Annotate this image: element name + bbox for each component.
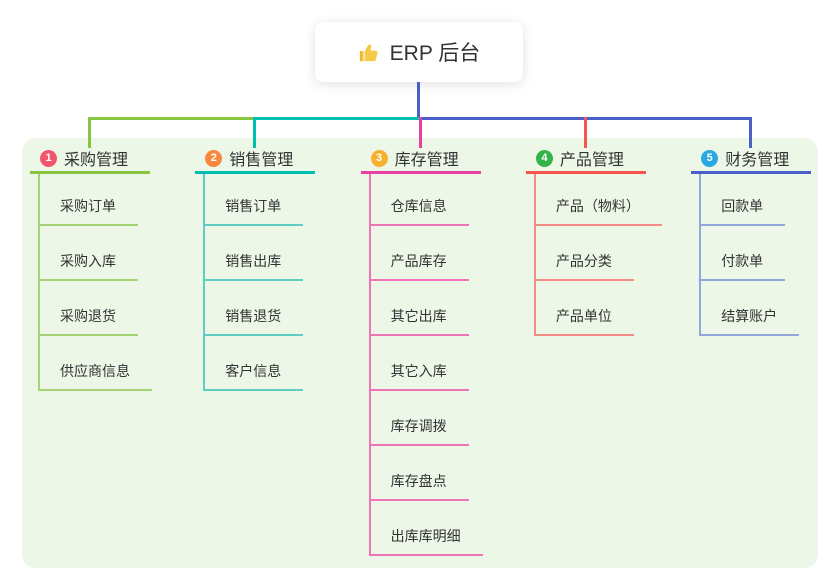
child-label: 产品库存 [370, 251, 469, 281]
child-label: 库存盘点 [370, 471, 469, 501]
child-label: 其它出库 [370, 306, 469, 336]
child-node[interactable]: 采购订单 [40, 174, 195, 226]
child-node[interactable]: 销售出库 [205, 226, 360, 281]
branch-children: 销售订单销售出库销售退货客户信息 [203, 174, 360, 391]
child-label: 出库库明细 [370, 526, 483, 556]
thumbs-up-icon [358, 41, 381, 64]
child-label: 回款单 [701, 196, 786, 226]
child-label: 付款单 [701, 251, 786, 281]
child-node[interactable]: 仓库信息 [370, 174, 526, 226]
branch-node[interactable]: 3 库存管理 [360, 145, 481, 174]
child-label: 其它入库 [370, 361, 469, 391]
child-label: 销售退货 [205, 306, 304, 336]
child-label: 客户信息 [205, 361, 304, 391]
branch-number-badge: 5 [701, 149, 719, 167]
branch-children: 产品（物料） 产品分类产品单位 [533, 174, 691, 336]
branch-children: 采购订单采购入库采购退货供应商信息 [38, 174, 195, 391]
branch-label: 采购管理 [64, 152, 129, 169]
branch-number-badge: 4 [535, 149, 553, 167]
branch-number-badge: 2 [205, 149, 223, 167]
child-node[interactable]: 付款单 [701, 226, 839, 281]
branch-node[interactable]: 4 产品管理 [525, 145, 646, 174]
child-label: 供应商信息 [40, 361, 152, 391]
child-node[interactable]: 销售退货 [205, 281, 360, 336]
mindmap-branch: 3 库存管理 仓库信息产品库存其它出库其它入库库存调拨库存盘点出库库明细 [360, 145, 526, 556]
child-node[interactable]: 产品（物料） [535, 174, 691, 226]
child-node[interactable]: 结算账户 [701, 281, 839, 336]
child-label: 采购退货 [40, 306, 138, 336]
branch-number-badge: 1 [40, 149, 57, 167]
child-node[interactable]: 产品分类 [535, 226, 691, 281]
child-label: 库存调拨 [370, 416, 469, 446]
child-label: 仓库信息 [370, 196, 469, 226]
child-label: 销售订单 [205, 196, 304, 226]
child-label: 销售出库 [205, 251, 304, 281]
child-node[interactable]: 采购退货 [40, 281, 195, 336]
child-label: 采购入库 [40, 251, 138, 281]
branch-label: 财务管理 [725, 152, 790, 169]
child-node[interactable]: 客户信息 [205, 336, 360, 391]
connector-line [253, 117, 419, 120]
mindmap-branch: 5 财务管理 回款单付款单结算账户 [691, 145, 839, 556]
branch-label: 产品管理 [559, 152, 624, 169]
child-label: 采购订单 [40, 196, 138, 226]
child-node[interactable]: 出库库明细 [370, 501, 526, 556]
child-node[interactable]: 回款单 [701, 174, 839, 226]
connector-line [253, 117, 257, 148]
child-node[interactable]: 产品库存 [370, 226, 526, 281]
branch-node[interactable]: 2 销售管理 [195, 145, 316, 174]
connector-line [417, 82, 420, 120]
branch-label: 库存管理 [394, 152, 459, 169]
child-label: 产品分类 [535, 251, 634, 281]
connector-line [88, 117, 91, 148]
child-node[interactable]: 销售订单 [205, 174, 360, 226]
child-node[interactable]: 其它入库 [370, 336, 526, 391]
child-node[interactable]: 库存盘点 [370, 446, 526, 501]
branch-children: 回款单付款单结算账户 [699, 174, 839, 336]
mindmap-branch: 2 销售管理 销售订单销售出库销售退货客户信息 [195, 145, 360, 556]
branch-number-badge: 3 [370, 149, 388, 167]
child-node[interactable]: 其它出库 [370, 281, 526, 336]
mindmap-branch: 1 采购管理 采购订单采购入库采购退货供应商信息 [30, 145, 195, 556]
child-node[interactable]: 供应商信息 [40, 336, 195, 391]
root-label: ERP 后台 [389, 42, 481, 65]
child-label: 结算账户 [701, 306, 800, 336]
mindmap-branch: 4 产品管理 产品（物料） 产品分类产品单位 [525, 145, 691, 556]
root-node[interactable]: ERP 后台 [315, 22, 523, 82]
child-label: 产品（物料） [535, 196, 662, 226]
branch-children: 仓库信息产品库存其它出库其它入库库存调拨库存盘点出库库明细 [368, 174, 526, 556]
connector-line [749, 117, 753, 148]
connector-line [88, 117, 254, 120]
branch-node[interactable]: 5 财务管理 [691, 145, 812, 174]
child-node[interactable]: 采购入库 [40, 226, 195, 281]
branches-row: 1 采购管理 采购订单采购入库采购退货供应商信息 2 销售管理 销售订单销售出库… [30, 145, 839, 556]
branch-node[interactable]: 1 采购管理 [30, 145, 150, 174]
child-node[interactable]: 库存调拨 [370, 391, 526, 446]
child-label: 产品单位 [535, 306, 634, 336]
connector-line [418, 117, 422, 148]
mindmap-panel [22, 138, 818, 568]
child-node[interactable]: 产品单位 [535, 281, 691, 336]
branch-label: 销售管理 [229, 152, 294, 169]
connector-line [583, 117, 587, 148]
